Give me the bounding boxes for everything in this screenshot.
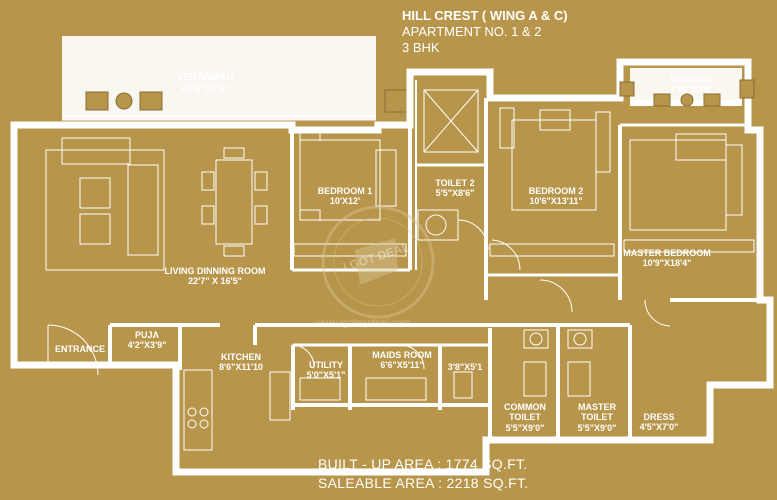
room-label-entrance: ENTRANCE [54, 344, 105, 354]
plan-type: 3 BHK [402, 40, 440, 55]
watermark-url: www.igotmydeal.com [316, 318, 410, 329]
plan-subtitle: APARTMENT NO. 1 & 2 [402, 24, 542, 39]
built-up-area: BUILT - UP AREA : 1774 SQ.FT. [318, 456, 528, 472]
plan-header: HILL CREST ( WING A & C) APARTMENT NO. 1… [402, 8, 568, 56]
saleable-area: SALEABLE AREA : 2218 SQ.FT. [318, 475, 529, 491]
room-label-maids-toilet: 3'8"X5'1 [447, 362, 483, 372]
watermark-logo [321, 205, 435, 319]
verandah-area [62, 36, 376, 120]
outer-wall [10, 58, 774, 476]
plan-title: HILL CREST ( WING A & C) [402, 8, 568, 23]
